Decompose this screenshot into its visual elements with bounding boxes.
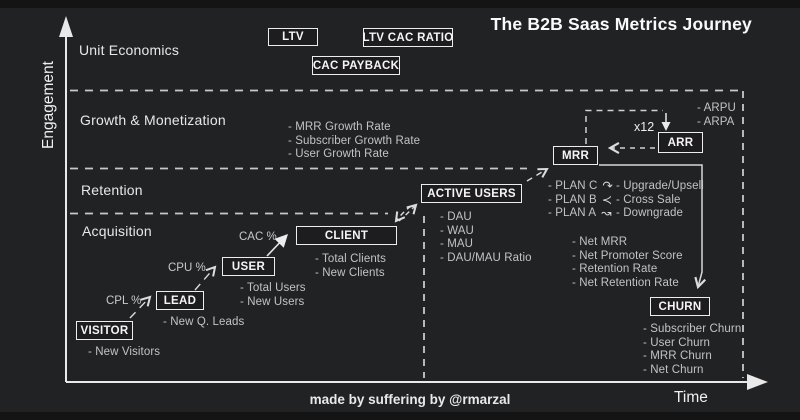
metric-box-user: USER: [222, 257, 275, 276]
list-client-metrics: - Total Clients - New Clients: [315, 253, 386, 280]
user-to-client-arrow: [266, 233, 288, 257]
list-item: - Net Retention Rate: [572, 276, 679, 289]
metric-box-arr: ARR: [658, 132, 703, 153]
list-item: - Total Users: [240, 282, 306, 294]
section-label-retention: Retention: [81, 182, 143, 198]
list-item: - Subscriber Churn: [643, 323, 742, 335]
list-item: - PLAN C: [548, 180, 598, 192]
rate-label-cac: CAC %: [239, 231, 277, 243]
list-plans: - PLAN C ↷ - PLAN B ≺ - PLAN A ↝: [548, 179, 613, 221]
mrr-to-churn-bracket: [599, 164, 706, 290]
metric-box-visitor: VISITOR: [76, 321, 133, 340]
metric-box-ltv: LTV: [268, 28, 318, 46]
mrr-to-arr-dashed-path: [585, 109, 663, 144]
list-arr-metrics: - ARPU - ARPA: [697, 102, 736, 129]
x12-arrowhead-icon: [661, 122, 671, 131]
downgrade-squiggle-arrow-icon: ↝: [601, 206, 612, 220]
list-item: - PLAN B: [548, 193, 597, 206]
list-item: - User Growth Rate: [288, 148, 389, 160]
list-item: - ARPA: [697, 115, 735, 128]
active-users-to-client-arrow: [394, 205, 412, 223]
plan-row: - PLAN B ≺: [548, 192, 613, 208]
list-item: - Net Churn: [643, 363, 704, 376]
metric-box-ltv-cac-ratio: LTV CAC RATIO: [363, 28, 453, 47]
client-to-active-users-arrow: [398, 203, 418, 222]
plan-row: - PLAN C ↷: [548, 179, 613, 194]
x-axis-label: Time: [674, 389, 708, 406]
list-item: - User Churn: [643, 336, 711, 349]
list-churn-metrics: - Subscriber Churn - User Churn - MRR Ch…: [643, 323, 741, 377]
visitor-to-lead-arrow: [129, 295, 152, 319]
list-item: - Net Promoter Score: [572, 249, 683, 262]
list-item: - MAU: [440, 238, 474, 250]
metric-box-lead: LEAD: [156, 291, 204, 310]
metric-box-mrr: MRR: [553, 146, 598, 165]
list-item: - DAU/MAU Ratio: [440, 251, 532, 264]
metric-box-active-users: ACTIVE USERS: [421, 184, 522, 203]
list-lead-metrics: - New Q. Leads: [163, 316, 244, 330]
list-item: - DAU: [440, 211, 472, 223]
list-item: - MRR Churn: [643, 350, 712, 362]
list-item: - New Q. Leads: [163, 316, 245, 328]
list-item: - PLAN A: [548, 207, 597, 219]
list-item: - WAU: [440, 224, 474, 237]
list-item: - Retention Rate: [572, 263, 658, 275]
metric-box-client: CLIENT: [296, 226, 397, 245]
lead-to-user-arrow: [194, 265, 217, 291]
y-axis-label: Engagement: [40, 61, 57, 149]
list-growth-metrics: - MRR Growth Rate - Subscriber Growth Ra…: [288, 121, 420, 162]
y-axis-arrow-icon: [59, 16, 73, 37]
list-item: - ARPU: [697, 102, 736, 114]
metric-box-churn: CHURN: [650, 297, 710, 316]
rate-label-cpu: CPU %: [168, 262, 206, 274]
list-item: - Downgrade: [616, 207, 683, 219]
cross-sale-arrow-icon: ≺: [601, 192, 613, 207]
list-user-metrics: - Total Users - New Users: [240, 282, 306, 309]
section-label-unit-economics: Unit Economics: [79, 42, 180, 58]
list-item: - Cross Sale: [616, 193, 681, 206]
list-item: - Upgrade/Upsell: [616, 180, 704, 192]
list-item: - Net MRR: [572, 236, 628, 248]
list-active-user-metrics: - DAU - WAU - MAU - DAU/MAU Ratio: [440, 211, 532, 265]
list-retention-metrics: - Net MRR - Net Promoter Score - Retenti…: [572, 236, 683, 290]
page-title: The B2B Saas Metrics Journey: [490, 14, 752, 34]
list-item: - New Clients: [315, 266, 385, 279]
section-label-growth-monetization: Growth & Monetization: [80, 112, 226, 128]
section-label-acquisition: Acquisition: [82, 223, 152, 239]
list-visitor-metrics: - New Visitors: [88, 346, 160, 360]
list-item: - MRR Growth Rate: [288, 121, 391, 133]
x-axis-arrow-icon: [747, 374, 768, 390]
plan-row: - PLAN A ↝: [548, 206, 613, 221]
metric-box-cac-payback: CAC PAYBACK: [312, 56, 400, 75]
list-plan-actions: - Upgrade/Upsell - Cross Sale - Downgrad…: [616, 180, 704, 221]
list-item: - New Users: [240, 295, 305, 308]
credit-text: made by suffering by @rmarzal: [309, 392, 511, 407]
list-item: - New Visitors: [88, 346, 161, 358]
list-item: - Subscriber Growth Rate: [288, 134, 421, 147]
active-users-to-mrr-arrow: [526, 167, 549, 182]
rate-label-cpl: CPL %: [106, 295, 142, 307]
x12-multiplier-label: x12: [634, 120, 655, 134]
diagram-panel: [0, 8, 800, 412]
list-item: - Total Clients: [315, 253, 386, 265]
upgrade-curve-arrow-icon: ↷: [602, 179, 613, 193]
